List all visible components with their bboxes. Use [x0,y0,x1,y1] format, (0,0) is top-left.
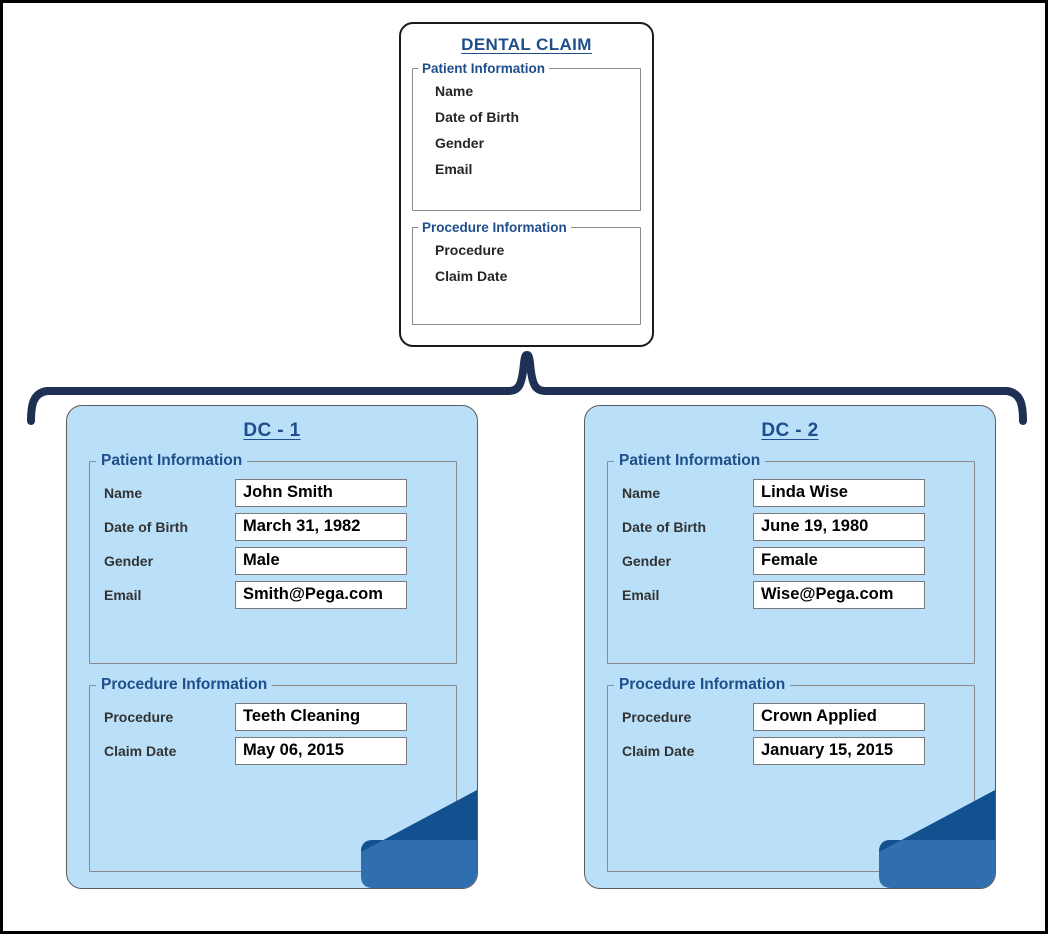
instance-1-row-procedure: Procedure Teeth Cleaning [90,700,456,734]
instance-2-procedure-information-group: Procedure Information Procedure Crown Ap… [607,676,975,872]
template-field-date-of-birth: Date of Birth [435,109,519,125]
instance-2-patient-legend: Patient Information [619,452,761,469]
instance-2-label-date-of-birth: Date of Birth [622,519,706,535]
instance-2-value-gender[interactable]: Female [753,547,925,575]
instance-2-label-procedure: Procedure [622,709,692,725]
instance-2-patient-information-group: Patient Information Name Linda Wise Date… [607,452,975,664]
instance-2-row-claim-date: Claim Date January 15, 2015 [608,734,974,768]
instance-2-label-gender: Gender [622,553,672,569]
instance-1-row-date-of-birth: Date of Birth March 31, 1982 [90,510,456,544]
template-field-claim-date: Claim Date [435,268,508,284]
template-procedure-legend: Procedure Information [422,220,567,235]
instance-1-value-date-of-birth[interactable]: March 31, 1982 [235,513,407,541]
instance-1-row-claim-date: Claim Date May 06, 2015 [90,734,456,768]
template-field-email: Email [435,161,473,177]
instance-1-row-name: Name John Smith [90,476,456,510]
instance-2-value-name[interactable]: Linda Wise [753,479,925,507]
instance-2-procedure-legend: Procedure Information [619,676,786,693]
instance-1-value-claim-date[interactable]: May 06, 2015 [235,737,407,765]
instance-1-value-procedure[interactable]: Teeth Cleaning [235,703,407,731]
instance-1-patient-information-group: Patient Information Name John Smith Date… [89,452,457,664]
instance-1-value-name[interactable]: John Smith [235,479,407,507]
dental-claim-template-card[interactable]: DENTAL CLAIM Patient Information Name Da… [399,22,654,347]
instance-2-title: DC - 2 [761,420,819,441]
instance-2-label-email: Email [622,587,660,603]
instance-1-value-email[interactable]: Smith@Pega.com [235,581,407,609]
instance-2-row-procedure: Procedure Crown Applied [608,700,974,734]
instance-2-label-name: Name [622,485,661,501]
instance-2-label-claim-date: Claim Date [622,743,695,759]
template-field-procedure: Procedure [435,242,505,258]
dental-claim-instance-card-2[interactable]: DC - 2 Patient Information Name Linda Wi… [584,405,996,889]
dental-claim-instance-card-1[interactable]: DC - 1 Patient Information Name John Smi… [66,405,478,889]
template-field-name: Name [435,83,474,99]
instance-1-row-email: Email Smith@Pega.com [90,578,456,612]
instance-1-label-name: Name [104,485,143,501]
instance-1-title: DC - 1 [243,420,301,441]
instance-1-label-claim-date: Claim Date [104,743,177,759]
instance-2-value-email[interactable]: Wise@Pega.com [753,581,925,609]
instance-1-patient-legend: Patient Information [101,452,243,469]
template-field-gender: Gender [435,135,485,151]
instance-2-value-date-of-birth[interactable]: June 19, 1980 [753,513,925,541]
instance-1-value-gender[interactable]: Male [235,547,407,575]
instance-1-procedure-legend: Procedure Information [101,676,268,693]
instance-2-row-name: Name Linda Wise [608,476,974,510]
instance-1-row-gender: Gender Male [90,544,456,578]
template-patient-information-group: Patient Information Name Date of Birth G… [412,61,641,211]
instance-2-row-gender: Gender Female [608,544,974,578]
instance-1-procedure-information-group: Procedure Information Procedure Teeth Cl… [89,676,457,872]
instance-1-label-email: Email [104,587,142,603]
instance-2-value-procedure[interactable]: Crown Applied [753,703,925,731]
template-procedure-information-group: Procedure Information Procedure Claim Da… [412,220,641,325]
instance-2-value-claim-date[interactable]: January 15, 2015 [753,737,925,765]
template-title: DENTAL CLAIM [461,35,592,54]
instance-2-row-date-of-birth: Date of Birth June 19, 1980 [608,510,974,544]
diagram-canvas: DENTAL CLAIM Patient Information Name Da… [3,3,1045,931]
instance-2-row-email: Email Wise@Pega.com [608,578,974,612]
instance-1-label-gender: Gender [104,553,154,569]
instance-1-label-procedure: Procedure [104,709,174,725]
instance-1-label-date-of-birth: Date of Birth [104,519,188,535]
template-patient-legend: Patient Information [422,61,546,76]
